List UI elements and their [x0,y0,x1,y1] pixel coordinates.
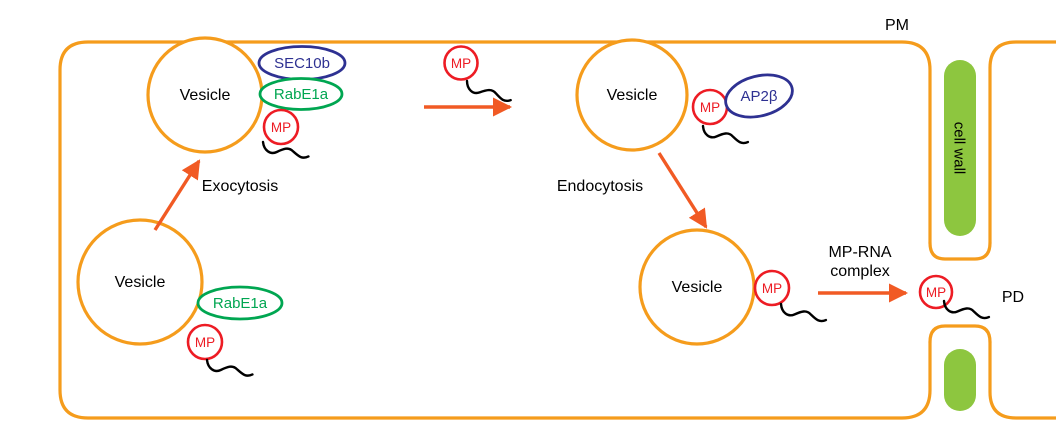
mp-label-free: MP [451,56,471,71]
ap2beta-label: AP2β [741,88,778,105]
mp-circle-free [443,45,479,81]
cell-wall-label: cell wall [951,122,968,175]
cell-wall-lower-segment [944,349,976,411]
mp-label-top-left: MP [271,120,291,135]
ap2beta-ellipse [724,73,794,119]
vesicle-bottom-left [76,218,204,346]
sec10b-label: SEC10b [274,55,330,72]
mp-label-bottom-left: MP [195,335,215,350]
pm-label: PM [885,17,909,34]
vesicle-top-right-label: Vesicle [607,87,658,104]
rna-squiggle [463,79,514,104]
plasma-membrane [58,40,932,420]
rna-squiggle [204,358,255,378]
mp-circle-bottom-left [186,323,224,361]
mp-circle-top-left [262,108,300,146]
mp-label-top-right: MP [700,100,720,115]
rabe1a-ellipse-top [258,77,344,111]
mp-label-bottom-right: MP [762,281,782,296]
exocytosis-label: Exocytosis [202,178,278,195]
vesicle-bottom-right-label: Vesicle [672,279,723,296]
vesicle-top-right [575,38,689,152]
endocytosis-label: Endocytosis [557,178,643,195]
mp-label-pd: MP [926,285,946,300]
rabe1a-label-top: RabE1a [274,86,329,103]
pd-label: PD [1002,289,1024,306]
rabe1a-label-bottom: RabE1a [213,295,268,312]
rna-squiggle [941,299,992,321]
plasmodesma-channel-bottom [928,324,992,344]
vesicle-top-left-label: Vesicle [180,87,231,104]
mp-circle-bottom-right [753,269,791,307]
rna-squiggle [778,302,829,324]
plasmodesma-channel-top [928,241,992,261]
vesicle-bottom-left-label: Vesicle [115,274,166,291]
neighbor-cell-membrane [988,40,1056,420]
endocytosis-arrow [657,152,708,229]
mp-rna-complex-label-line1: MP-RNA [828,244,891,261]
mp-rna-complex-label-line2: complex [830,263,890,280]
rna-squiggle [700,124,751,146]
cell-wall-upper-segment [944,60,976,236]
exocytosis-arrow [153,159,201,231]
rabe1a-ellipse-bottom [196,285,284,321]
